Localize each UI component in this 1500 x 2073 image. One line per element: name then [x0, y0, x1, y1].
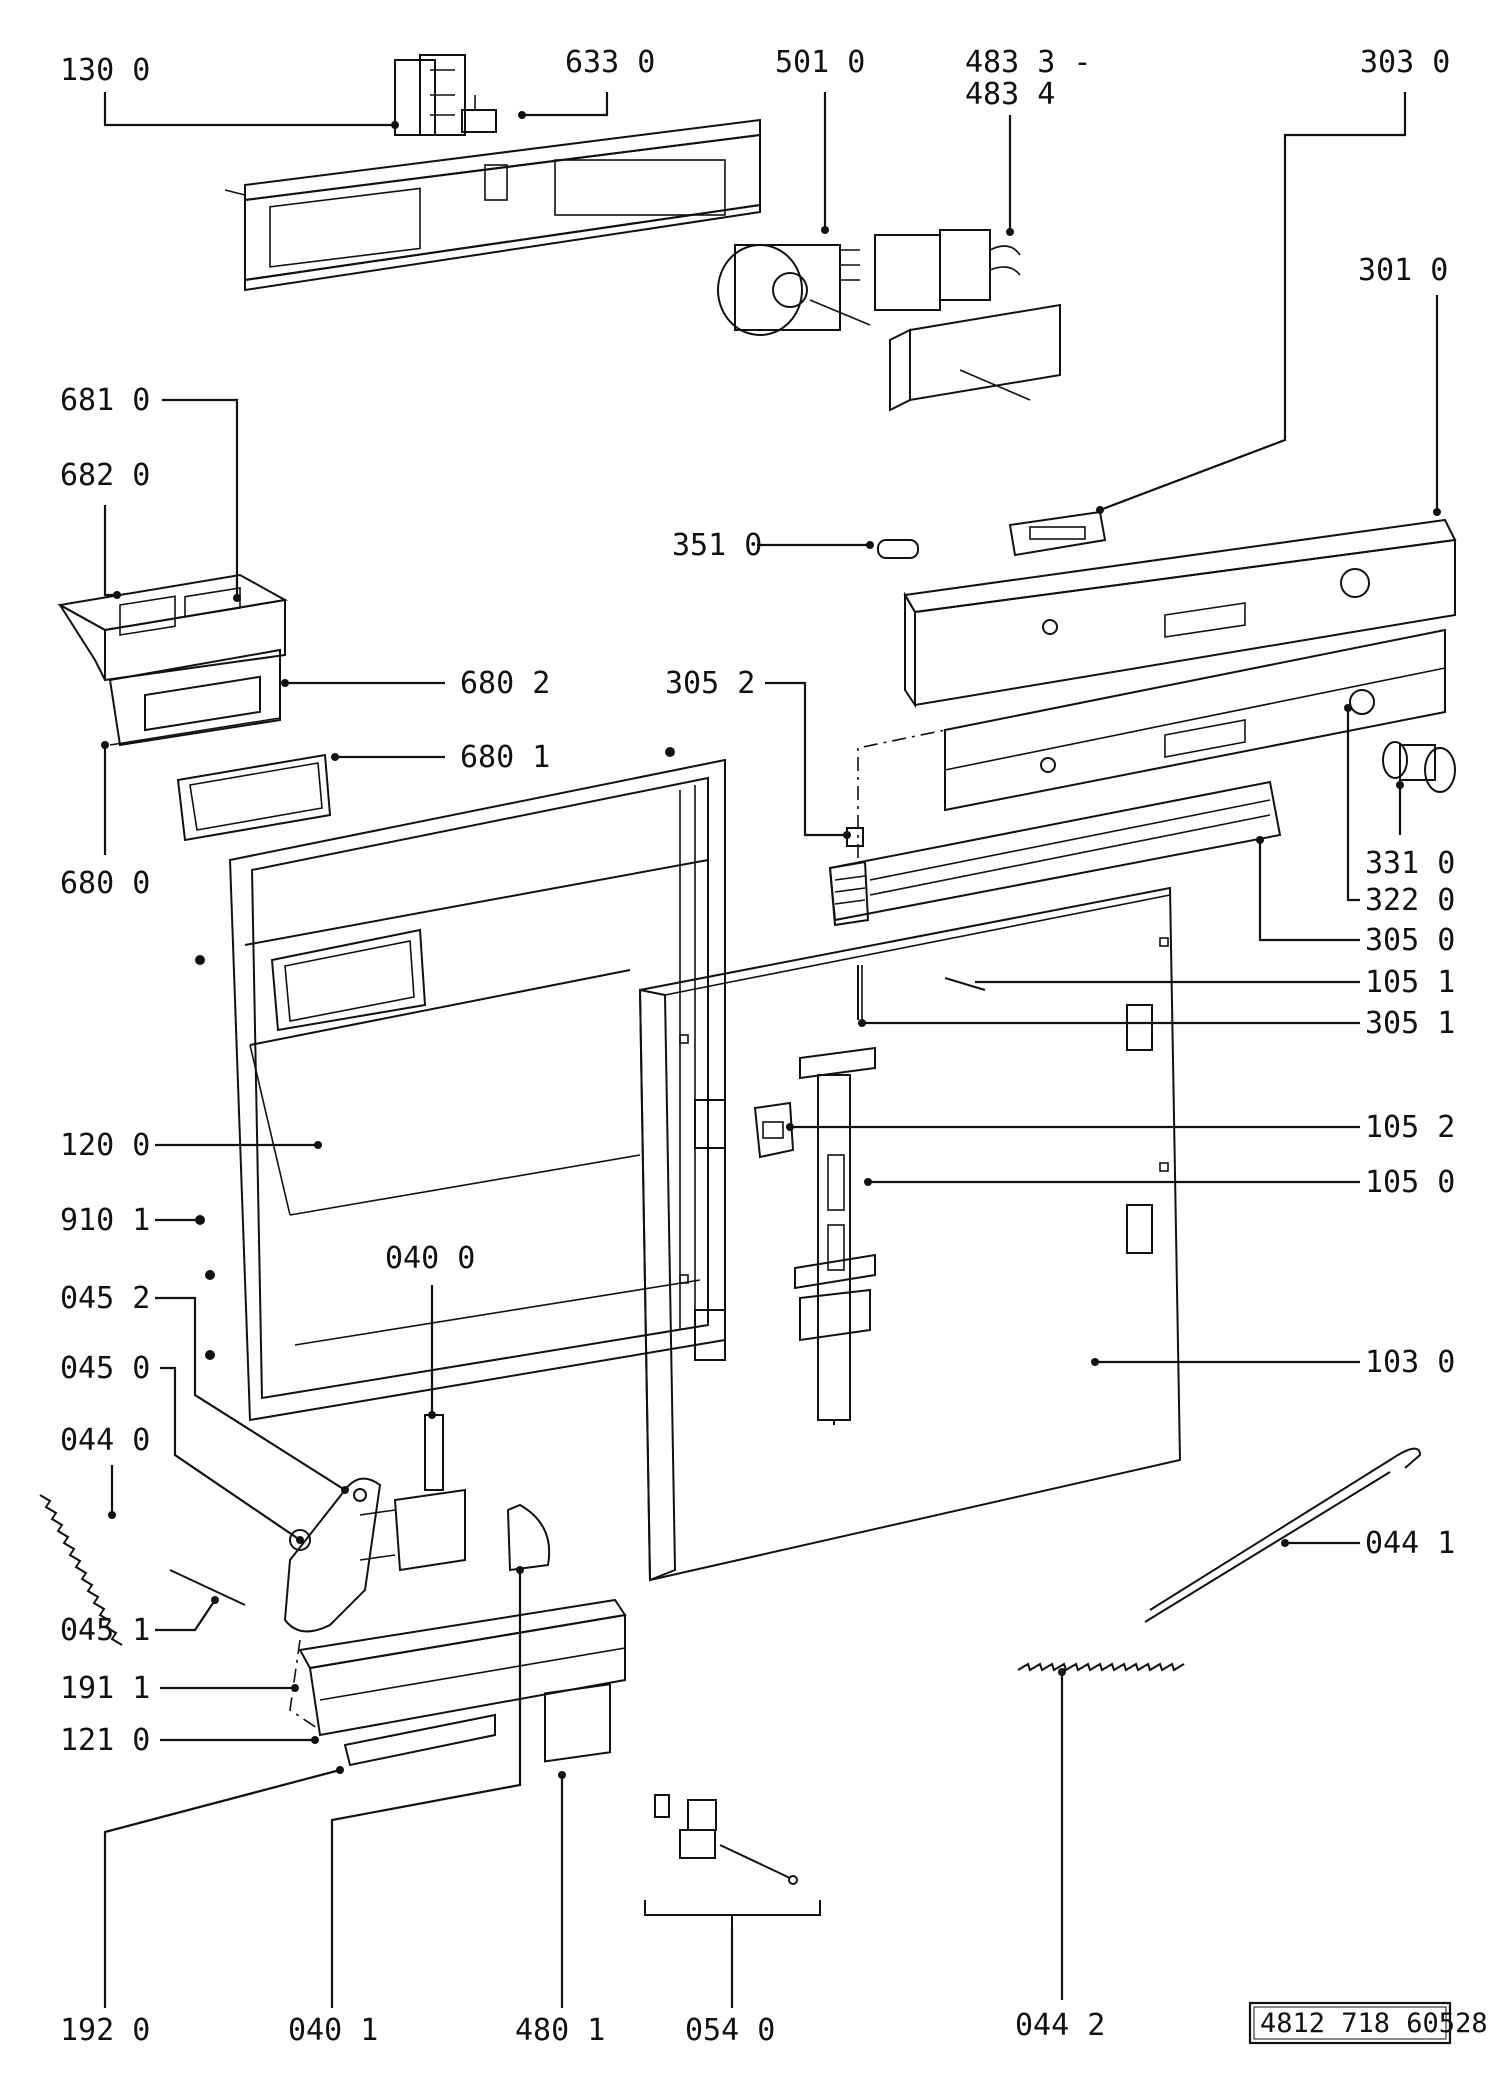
- label-9101: 910 1: [60, 1203, 150, 1238]
- top-bracket-rail: [224, 118, 761, 292]
- leader-lines: [101, 92, 1441, 2008]
- reference-number-box: 4812 718 60528: [1248, 2001, 1488, 2045]
- label-1920: 192 0: [60, 2013, 150, 2048]
- timer-motor-5010: [717, 244, 871, 336]
- spring-0440: [39, 1494, 246, 1646]
- label-1051: 105 1: [1365, 965, 1455, 1000]
- label-6801: 680 1: [460, 740, 550, 775]
- spring-0442: [1017, 1662, 1185, 1672]
- label-6800: 680 0: [60, 866, 150, 901]
- label-0450: 045 0: [60, 1351, 150, 1386]
- pin-1051: [944, 977, 986, 991]
- switch-bracket-1300: [394, 54, 466, 136]
- control-knob-3310: [1382, 741, 1456, 793]
- label-6820: 682 0: [60, 458, 150, 493]
- label-0442: 044 2: [1015, 2008, 1105, 2043]
- label-0400: 040 0: [385, 1241, 475, 1276]
- label-0452: 045 2: [60, 1281, 150, 1316]
- hinge-arm-0450: [283, 1477, 382, 1633]
- label-3220: 322 0: [1365, 883, 1455, 918]
- label-1052: 105 2: [1365, 1110, 1455, 1145]
- label-0451: 045 1: [60, 1613, 150, 1648]
- control-panel-3010: [903, 518, 1457, 709]
- part-labels: 130 0 633 0 501 0 483 3 - 483 4 303 0 30…: [60, 45, 1455, 2048]
- timer-bracket: [889, 303, 1061, 412]
- label-4833: 483 3 -: [965, 45, 1091, 80]
- label-3010: 301 0: [1358, 253, 1448, 288]
- label-1300: 130 0: [60, 53, 150, 88]
- label-1200: 120 0: [60, 1128, 150, 1163]
- label-3052: 305 2: [665, 666, 755, 701]
- hinge-bracket-0400: [359, 1414, 466, 1572]
- reference-number: 4812 718 60528: [1260, 2008, 1488, 2039]
- label-1210: 121 0: [60, 1723, 150, 1758]
- label-3510: 351 0: [672, 528, 762, 563]
- outer-door-1030: [638, 886, 1182, 1582]
- fasteners-0540: [644, 1794, 821, 1928]
- label-3051: 305 1: [1365, 1006, 1455, 1041]
- handle-insert-3030: [1008, 510, 1107, 557]
- lower-rail-1911: [289, 1598, 627, 1767]
- dispenser-6800: [57, 573, 288, 747]
- connector-4833: [874, 229, 1021, 311]
- label-6810: 681 0: [60, 383, 150, 418]
- hinge-cover-0401: [506, 1503, 551, 1572]
- label-4801: 480 1: [515, 2013, 605, 2048]
- screw-3051: [857, 965, 863, 1020]
- panel-front-3220: [944, 628, 1446, 812]
- label-3030: 303 0: [1360, 45, 1450, 80]
- part-4801: [544, 1683, 611, 1763]
- latch-bracket-1050: [794, 1046, 876, 1425]
- indicator-lamp-3510: [877, 539, 919, 559]
- switch-6330: [461, 95, 497, 133]
- hinge-rail-3050: [828, 780, 1282, 927]
- label-1030: 103 0: [1365, 1345, 1455, 1380]
- label-6330: 633 0: [565, 45, 655, 80]
- label-1911: 191 1: [60, 1671, 150, 1706]
- label-3310: 331 0: [1365, 846, 1455, 881]
- label-0441: 044 1: [1365, 1526, 1455, 1561]
- label-1050: 105 0: [1365, 1165, 1455, 1200]
- label-6802: 680 2: [460, 666, 550, 701]
- label-0440: 044 0: [60, 1423, 150, 1458]
- label-4834: 483 4: [965, 77, 1055, 112]
- latch-clip-1052: [753, 1101, 795, 1159]
- screws-9101: [195, 747, 675, 1360]
- label-0540: 054 0: [685, 2013, 775, 2048]
- label-5010: 501 0: [775, 45, 865, 80]
- label-0401: 040 1: [288, 2013, 378, 2048]
- label-3050: 305 0: [1365, 923, 1455, 958]
- gasket-6801: [176, 753, 332, 842]
- assembly-line-panel: [857, 729, 946, 858]
- rod-0441: [1144, 1447, 1422, 1623]
- inner-door-panel-1200: [228, 758, 726, 1422]
